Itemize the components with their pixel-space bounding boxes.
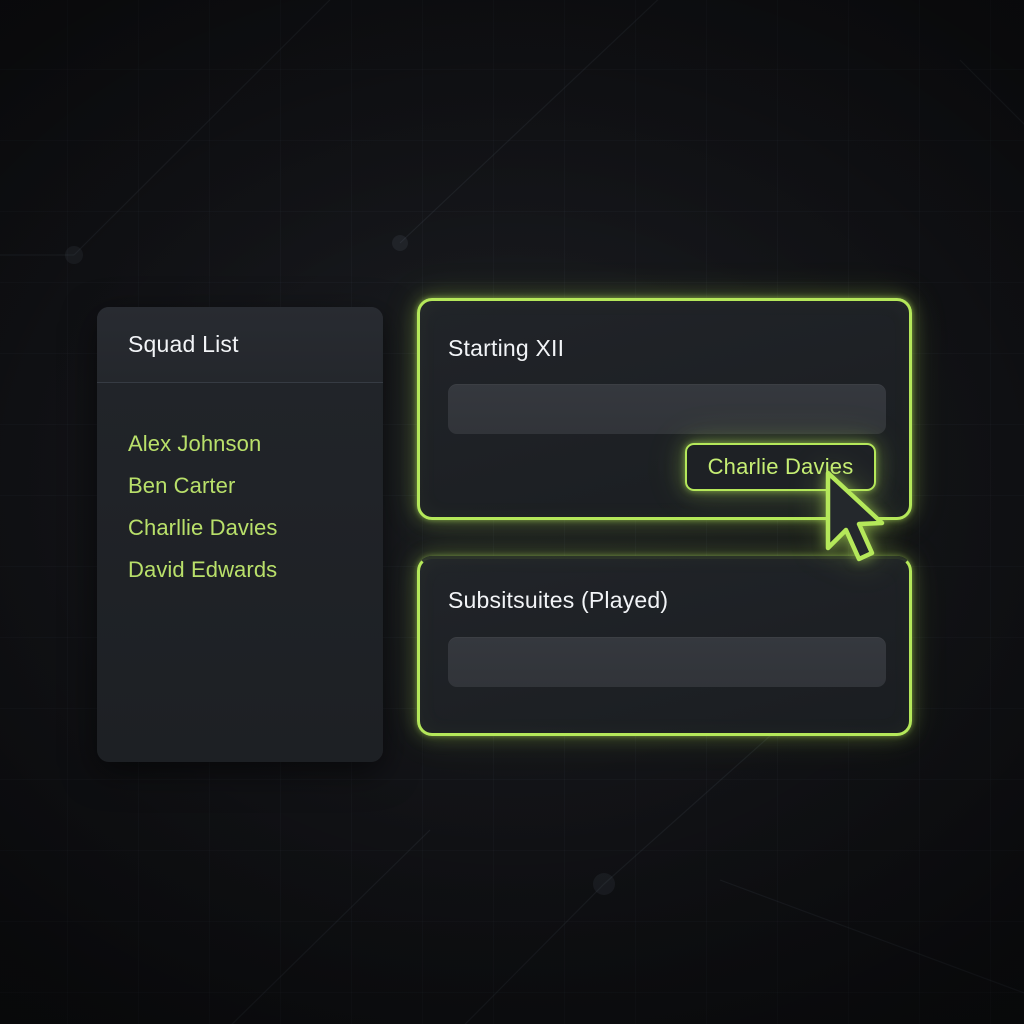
list-item[interactable]: Charllie Davies [128, 515, 278, 540]
squad-list-panel: Squad List Alex Johnson Ben Carter Charl… [97, 307, 383, 762]
list-item[interactable]: Ben Carter [128, 473, 236, 498]
squad-list-items: Alex Johnson Ben Carter Charllie Davies … [97, 383, 383, 591]
squad-list-title: Squad List [128, 331, 239, 357]
substitutes-drop-slot[interactable] [448, 637, 886, 687]
substitutes-dropzone-panel[interactable]: Subsitsuites (Played) [417, 556, 912, 736]
list-item[interactable]: David Edwards [128, 557, 278, 582]
starting-lineup-drop-slot[interactable] [448, 384, 886, 434]
starting-lineup-title: Starting XII [448, 335, 565, 361]
substitutes-title: Subsitsuites (Played) [448, 587, 669, 613]
squad-list-header: Squad List [97, 307, 383, 383]
dragged-player-chip[interactable]: Charlie Davies [685, 443, 876, 491]
list-item[interactable]: Alex Johnson [128, 431, 262, 456]
